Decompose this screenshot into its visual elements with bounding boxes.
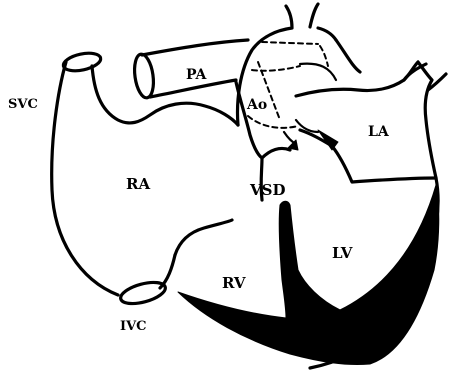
arch-inner (300, 64, 336, 80)
ao-root-outline (236, 82, 290, 158)
label-rv: RV (222, 274, 246, 292)
label-ivc: IVC (120, 319, 147, 334)
label-pa: PA (186, 67, 208, 83)
label-lv: LV (332, 244, 353, 262)
svc-opening (62, 50, 102, 74)
label-svc: SVC (8, 97, 38, 112)
ao-dashed-lower (248, 62, 300, 128)
ao-dashed-upper (262, 42, 328, 66)
ra-lower-wall (160, 255, 175, 288)
label-ra: RA (126, 175, 150, 193)
ventricle-myocardium (178, 185, 439, 365)
right-ventricle-outline (175, 220, 232, 255)
left-atrium-outline (296, 62, 436, 178)
label-vsd: VSD (249, 181, 285, 199)
label-ao: Ao (246, 97, 267, 113)
pulmonary-veins (404, 64, 446, 90)
aorta-right-wall (336, 40, 360, 72)
label-la: LA (368, 124, 390, 140)
ivc-opening (118, 278, 167, 307)
pa-opening (132, 53, 156, 99)
right-atrium-outline (52, 62, 118, 295)
